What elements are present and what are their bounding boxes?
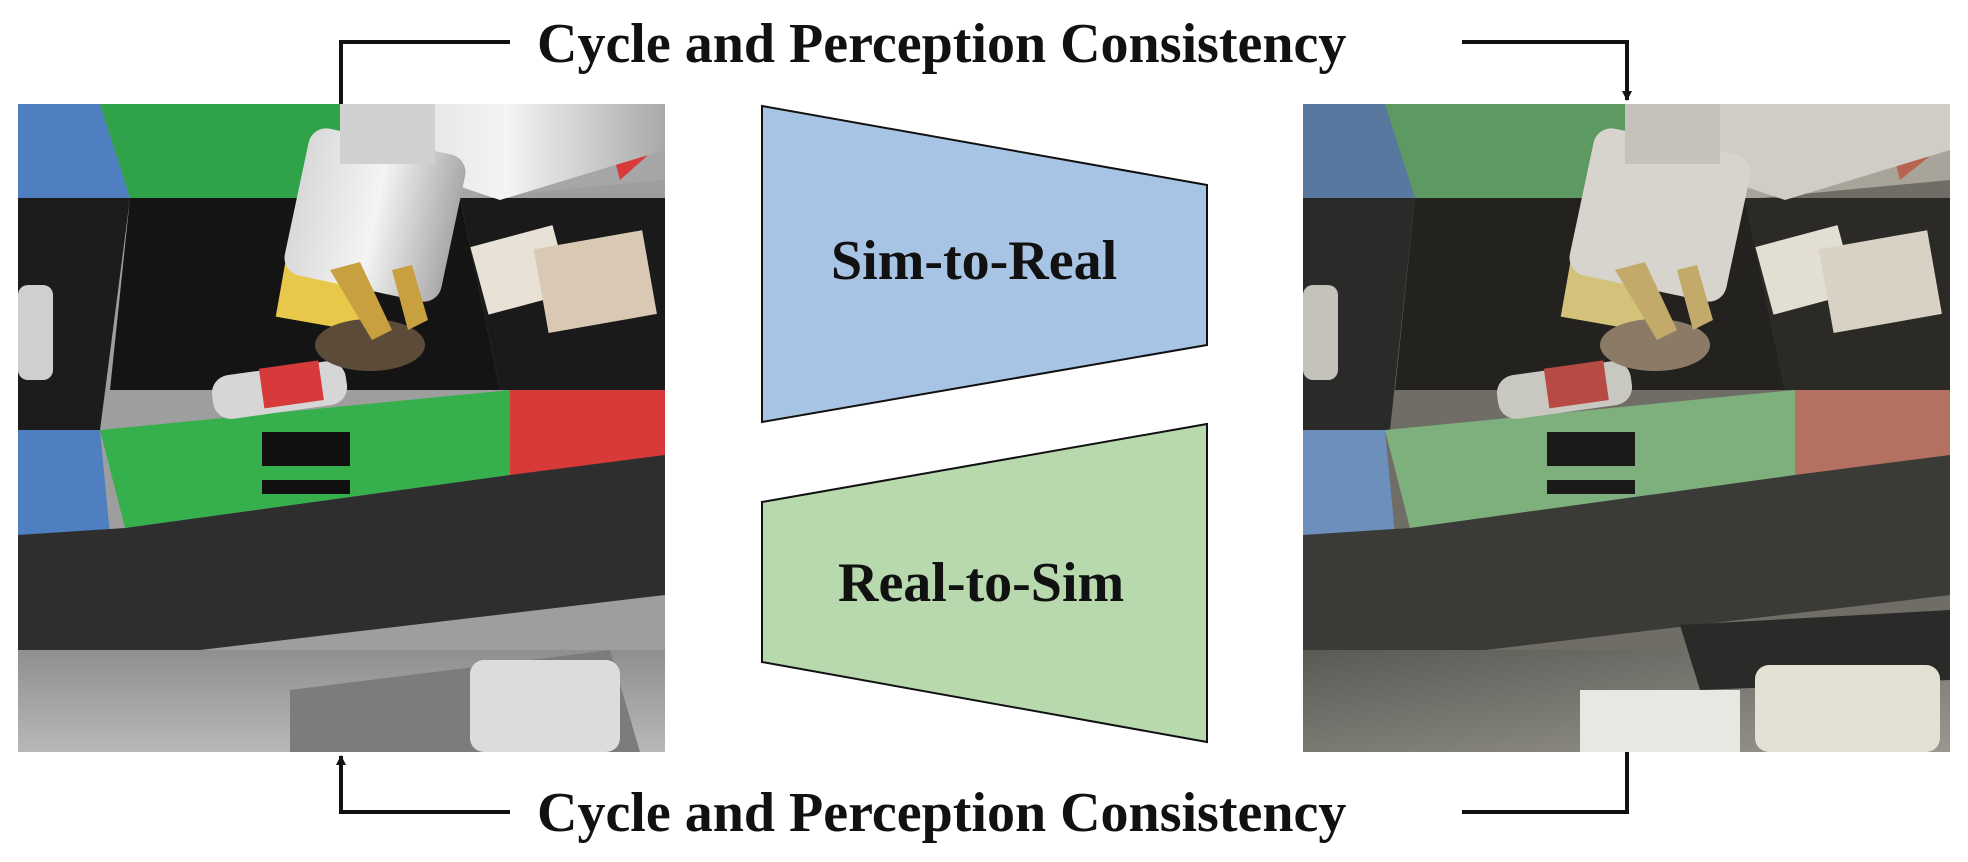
top-cycle-arrow	[339, 40, 510, 104]
bottom-cycle-caption: Cycle and Perception Consistency	[537, 782, 1347, 844]
real-to-sim-block	[761, 422, 1208, 744]
bottom-cycle-arrow	[1462, 752, 1629, 814]
sim-image	[18, 104, 665, 752]
sim-to-real-block	[761, 104, 1208, 424]
real-image	[1303, 104, 1950, 752]
bottom-cycle-arrow-left	[336, 755, 510, 814]
top-cycle-caption: Cycle and Perception Consistency	[537, 13, 1347, 75]
top-cycle-arrow-right	[1462, 40, 1632, 101]
sim-to-real-label: Sim-to-Real	[831, 230, 1118, 292]
real-to-sim-label: Real-to-Sim	[838, 552, 1125, 614]
